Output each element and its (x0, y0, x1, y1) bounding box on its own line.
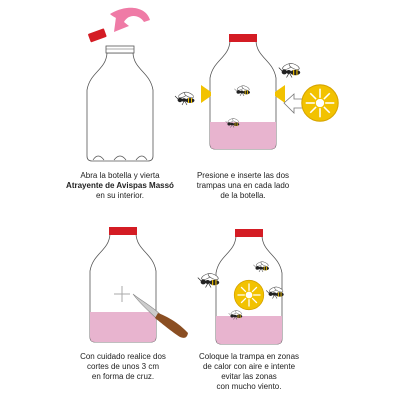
panel-cut-cross (89, 227, 157, 343)
cross-cut-icon (114, 286, 130, 302)
caption-line: en forma de cruz. (91, 372, 155, 381)
caption-line: de la botella. (220, 191, 266, 200)
bottle (209, 34, 277, 150)
caption-line: Abra la botella y vierta (80, 171, 160, 180)
panel-open-bottle (86, 7, 154, 162)
wasp-trap-icon (301, 84, 339, 122)
bottle (86, 45, 154, 162)
caption-line: Presione e inserte las dos (196, 171, 290, 180)
step-caption-insert: Presione e inserte las dos trampas una e… (178, 171, 308, 201)
step-caption-open: Abra la botella y vierta Atrayente de Av… (55, 171, 185, 201)
panel-insert-traps (174, 34, 301, 150)
wasp-icon (278, 61, 301, 79)
caption-line: en su interior. (95, 191, 145, 200)
caption-line: evitar las zonas (221, 372, 277, 381)
curved-arrow-icon (110, 7, 150, 32)
panel-place-trap (197, 229, 285, 345)
caption-line: cortes de unos 3 cm (86, 362, 160, 371)
caption-line: trampas una en cada lado (196, 181, 290, 190)
wasp-icon (174, 90, 195, 106)
bottle (215, 229, 283, 345)
bottle-cap-icon (88, 28, 107, 43)
caption-line-product: Atrayente de Avispas Massó (66, 181, 174, 190)
step-caption-cut: Con cuidado realice dos cortes de unos 3… (58, 352, 188, 382)
step-caption-place: Coloque la trampa en zonas de calor con … (184, 352, 314, 392)
bottle (89, 227, 157, 343)
caption-line: Coloque la trampa en zonas (198, 352, 300, 361)
wasp-trap-icon (201, 85, 285, 103)
wasp-trap-icon (233, 279, 265, 311)
caption-line: con mucho viento. (216, 382, 282, 391)
caption-line: de calor con aire e intente (202, 362, 296, 371)
caption-line: Con cuidado realice dos (80, 352, 166, 361)
knife-icon (132, 293, 188, 338)
